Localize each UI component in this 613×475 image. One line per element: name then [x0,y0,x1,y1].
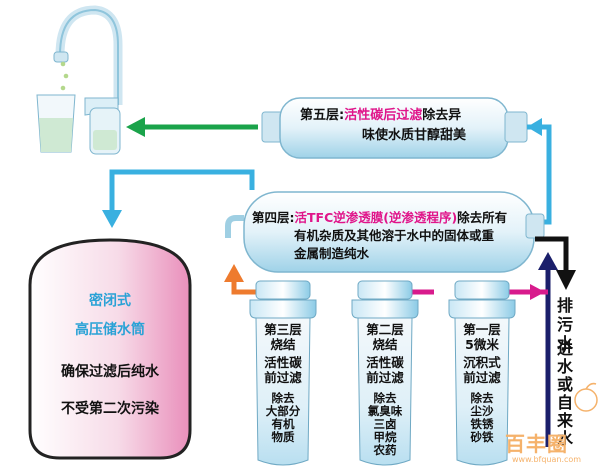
layer4-desc-3: 金属制造纯水 [294,246,370,261]
layer5-desc-2: 味使水质甘醇甜美 [362,128,467,143]
layer5-prefix: 第五层: [300,108,345,123]
magenta-arrow-icon [530,284,545,300]
filter2-remove-5: 农药 [373,443,397,457]
filter2-remove-3: 三卤 [373,417,397,431]
layer4-prefix: 第四层: [252,210,295,225]
drain-label: 排污水 [556,296,573,353]
filter2-remove-2: 氯臭味 [367,404,403,418]
filter3-remove-1: 除去 [271,391,295,405]
filter3-material: 烧结 [270,337,296,352]
inlet-arrow [538,252,558,447]
layer4-label: 第四层:活TFC逆渗透膜(逆渗透程序)除去所有 [252,210,507,225]
watermark-text: 百丰圈 [505,432,568,456]
layer5-desc-1: 除去异 [422,108,462,123]
filter1-remove-1: 除去 [470,391,494,405]
layer4-ro-membrane [225,191,545,273]
filter1-remove-3: 铁锈 [470,417,494,431]
filter2-type1: 活性碳 [366,355,404,370]
filter3-layer: 第三层 [264,322,302,337]
tank-line-1: 密闭式 [89,293,131,309]
filter-cartridge-2 [351,280,419,466]
filter2-layer: 第二层 [366,322,404,337]
tank-inlet-arrow [102,210,122,228]
output-arrow [126,117,258,137]
filter1-remove-4: 砂铁 [470,430,494,444]
filter3-type1: 活性碳 [264,355,302,370]
filter3-remove-2: 大部分 [265,404,301,418]
filter2-remove-4: 甲烷 [373,430,397,444]
filter2-material: 烧结 [372,337,398,352]
filter2-remove-1: 除去 [373,391,397,405]
filter-cartridge-3 [249,280,317,466]
drain-arrow [535,236,576,290]
layer5-filter-tube [261,97,528,159]
layer4-desc-2: 有机杂质及其他溶于水中的固体或重 [294,228,495,243]
tank-line-4: 不受第二次污染 [61,401,159,417]
filter1-remove-2: 尘沙 [470,404,494,418]
tank-line-2: 高压储水筒 [75,322,145,338]
filter3-type2: 前过滤 [264,370,302,385]
filter1-layer: 第一层 [463,322,501,337]
layer4-desc-1: 除去所有 [457,210,508,225]
watermark-url: www.bfquan.com [512,455,582,464]
filter1-material: 5微米 [465,337,499,352]
layer5-name: 活性碳后过滤 [344,108,423,123]
filter2-type2: 前过滤 [366,370,404,385]
filter-cartridge-1 [448,280,516,466]
tank-line-3: 确保过滤后纯水 [61,364,159,380]
filter3-remove-4: 物质 [271,430,295,444]
pure-water-arrow-right [527,118,542,136]
inlet-label: 进水或自来水 [556,339,573,448]
layer5-label: 第五层:活性碳后过滤除去异 [300,108,461,123]
layer4-name: 活TFC逆渗透膜(逆渗透程序) [294,210,458,225]
watermark-logo-icon [574,382,598,412]
filter1-type2: 前过滤 [463,370,501,385]
filter3-remove-3: 有机 [271,417,295,431]
storage-tank [28,238,192,460]
filter1-type1: 沉积式 [463,355,501,370]
water-glass-icon [36,94,76,153]
faucet-icon [53,5,123,155]
